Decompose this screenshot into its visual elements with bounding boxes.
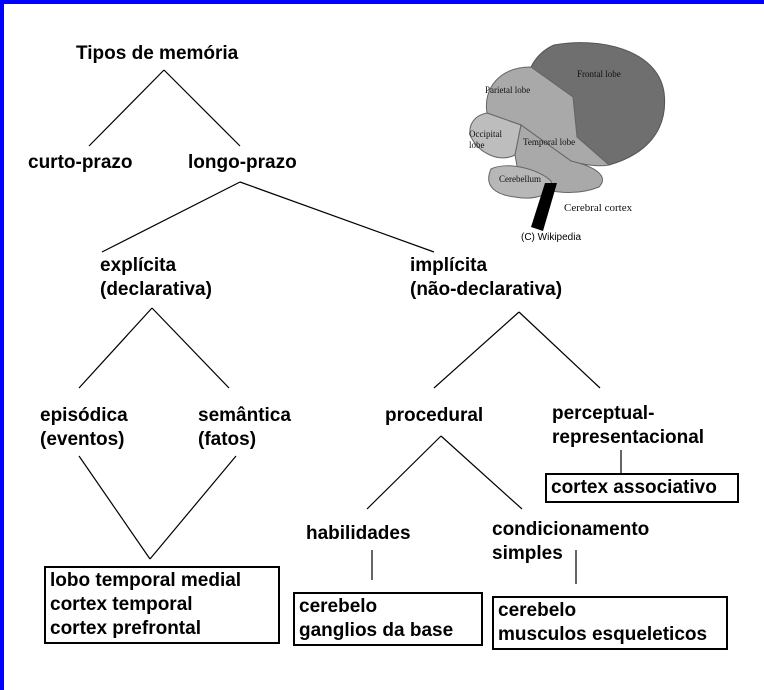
semantic-node-line2: (fatos) <box>198 429 257 450</box>
label-temporal-lobe: Temporal lobe <box>523 137 576 147</box>
explicit-node-line2: (declarativa) <box>100 279 212 300</box>
label-frontal-lobe: Frontal lobe <box>577 69 621 79</box>
image-credit: (C) Wikipedia <box>521 232 582 243</box>
conditioning-node-line2: simples <box>492 543 563 564</box>
episodic-node-line2: (eventos) <box>40 429 125 450</box>
brain-illustration <box>469 42 666 231</box>
implicit-node-line2: (não-declarativa) <box>410 279 563 300</box>
connector-lines <box>78 69 622 584</box>
box-declarative-regions: lobo temporal medial cortex temporal cor… <box>44 566 280 644</box>
long-term-node: longo-prazo <box>188 152 297 173</box>
box-line: cerebelo <box>498 600 577 621</box>
brain-lobes-image: Frontal lobe Parietal lobe Occipital lob… <box>459 37 669 252</box>
semantic-node-line1: semântica <box>198 405 291 426</box>
box-perceptual-region: cortex associativo <box>545 473 739 503</box>
box-line: ganglios da base <box>299 620 454 641</box>
box-line: cortex temporal <box>50 594 193 615</box>
label-cerebellum: Cerebellum <box>499 174 541 184</box>
perceptual-node-line2: representacional <box>552 427 705 448</box>
procedural-node: procedural <box>385 405 484 426</box>
box-line: cerebelo <box>299 596 378 617</box>
short-term-node: curto-prazo <box>28 152 133 173</box>
box-line: lobo temporal medial <box>50 570 242 591</box>
implicit-node-line1: implícita <box>410 255 488 276</box>
box-line: musculos esqueleticos <box>498 624 708 645</box>
conditioning-node-line1: condicionamento <box>492 519 650 540</box>
perceptual-node-line1: perceptual- <box>552 403 655 424</box>
label-cerebral-cortex: Cerebral cortex <box>564 202 633 214</box>
explicit-node-line1: explícita <box>100 255 177 276</box>
root-node: Tipos de memória <box>76 43 239 64</box>
label-occipital-lobe: Occipital lobe <box>469 129 502 150</box>
box-line: cortex prefrontal <box>50 618 201 639</box>
episodic-node-line1: episódica <box>40 405 128 426</box>
skills-node: habilidades <box>306 523 411 544</box>
box-conditioning-regions: cerebelo musculos esqueleticos <box>492 596 728 650</box>
label-parietal-lobe: Parietal lobe <box>485 85 531 95</box>
box-skills-regions: cerebelo ganglios da base <box>293 592 483 646</box>
box-line: cortex associativo <box>551 477 717 498</box>
